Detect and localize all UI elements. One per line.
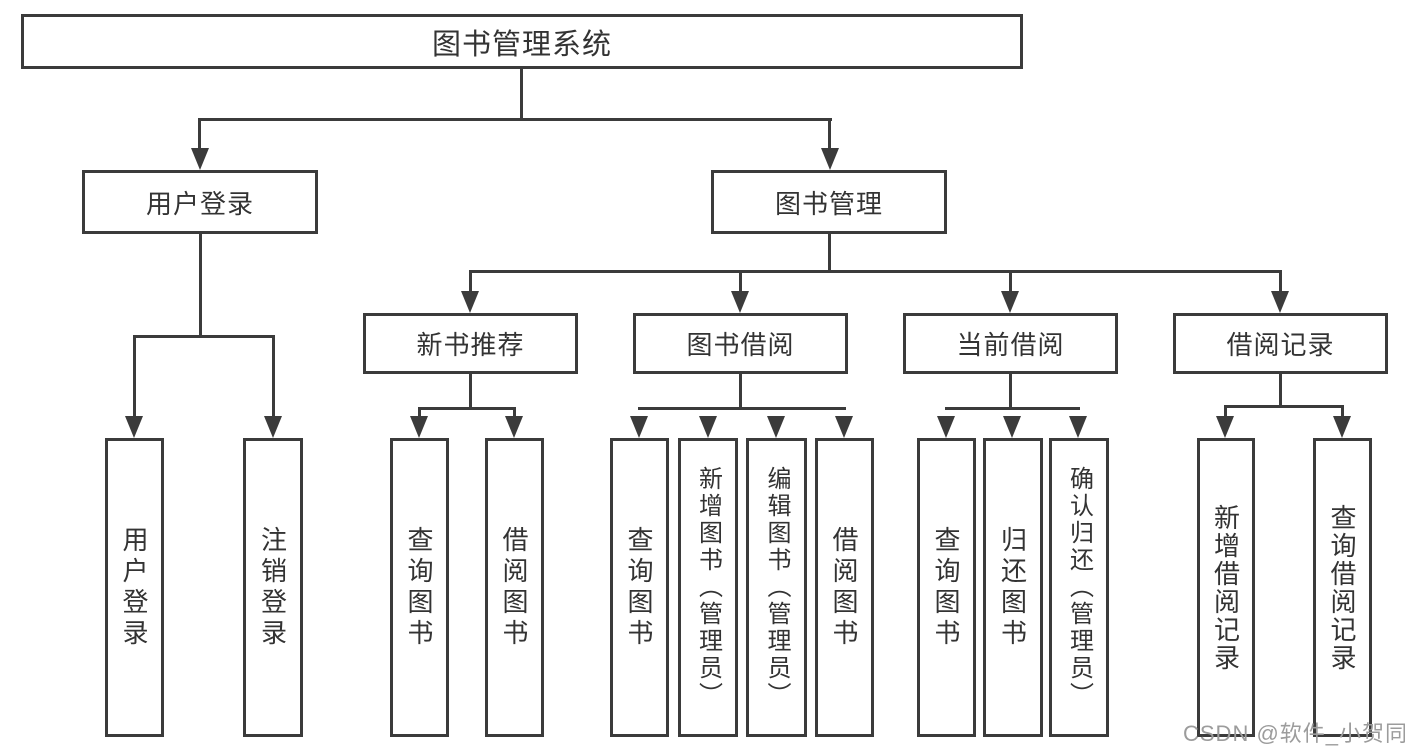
connector-borrow-records-split	[1224, 405, 1344, 408]
arrowhead-add-books-icon	[699, 416, 717, 438]
arrowhead-query-books-2-icon	[630, 416, 648, 438]
connector-to-borrow-records	[1279, 270, 1282, 292]
connector-root-stem	[520, 67, 523, 120]
leaf-logout-login: 注销登录	[243, 438, 303, 737]
connector-to-leaf-logout	[272, 335, 275, 417]
leaf-confirm-return-admin: 确认归还（管理员）	[1049, 438, 1109, 737]
arrowhead-add-record-icon	[1216, 416, 1234, 438]
connector-stem	[1224, 405, 1227, 419]
node-book-management: 图书管理	[711, 170, 947, 234]
leaf-query-books-3: 查询图书	[917, 438, 976, 737]
connector-to-user-login	[198, 118, 201, 150]
arrowhead-confirm-return-icon	[1069, 416, 1087, 438]
connector-book-management-split	[469, 270, 1282, 273]
connector-to-book-management	[828, 118, 831, 150]
leaf-query-books-1: 查询图书	[390, 438, 449, 737]
connector-new-book-stem	[469, 374, 472, 410]
leaf-return-books: 归还图书	[983, 438, 1043, 737]
leaf-query-books-2: 查询图书	[610, 438, 669, 737]
node-new-book-recommendation: 新书推荐	[363, 313, 578, 374]
connector-stem	[513, 407, 516, 419]
connector-current-borrowing-stem	[1009, 374, 1012, 410]
watermark-text: CSDN @软件_小贺同学	[1183, 721, 1405, 746]
arrowhead-new-book-icon	[461, 291, 479, 313]
connector-user-login-split	[133, 335, 275, 338]
node-current-borrowing: 当前借阅	[903, 313, 1118, 374]
connector-to-current-borrowing	[1009, 270, 1012, 292]
arrowhead-borrow-records-icon	[1271, 291, 1289, 313]
arrowhead-query-record-icon	[1333, 416, 1351, 438]
arrowhead-edit-books-icon	[767, 416, 785, 438]
arrowhead-leaf-logout-icon	[264, 416, 282, 438]
connector-to-book-borrowing	[739, 270, 742, 292]
leaf-user-login: 用户登录	[105, 438, 164, 737]
arrowhead-book-borrowing-icon	[731, 291, 749, 313]
node-user-login: 用户登录	[82, 170, 318, 234]
connector-to-new-book	[469, 270, 472, 292]
leaf-add-borrow-record: 新增借阅记录	[1197, 438, 1255, 737]
arrowhead-borrow-books-1-icon	[505, 416, 523, 438]
arrowhead-book-management-icon	[821, 148, 839, 170]
leaf-borrow-books-1: 借阅图书	[485, 438, 544, 737]
arrowhead-leaf-user-login-icon	[125, 416, 143, 438]
leaf-borrow-books-2: 借阅图书	[815, 438, 874, 737]
leaf-add-books-admin: 新增图书（管理员）	[678, 438, 738, 737]
connector-current-borrowing-split	[945, 407, 1080, 410]
connector-book-borrowing-stem	[739, 374, 742, 410]
arrowhead-borrow-books-2-icon	[835, 416, 853, 438]
connector-book-management-stem	[828, 234, 831, 273]
connector-root-split	[199, 118, 832, 121]
node-library-system: 图书管理系统	[21, 14, 1023, 69]
connector-to-leaf-user-login	[133, 335, 136, 417]
connector-new-book-split	[418, 407, 516, 410]
arrowhead-query-books-3-icon	[937, 416, 955, 438]
connector-borrow-records-stem	[1279, 374, 1282, 408]
connector-user-login-stem	[199, 234, 202, 338]
leaf-query-borrow-record: 查询借阅记录	[1313, 438, 1372, 737]
node-book-borrowing: 图书借阅	[633, 313, 848, 374]
arrowhead-current-borrowing-icon	[1001, 291, 1019, 313]
node-borrowing-records: 借阅记录	[1173, 313, 1388, 374]
leaf-edit-books-admin: 编辑图书（管理员）	[746, 438, 807, 737]
connector-stem	[1341, 405, 1344, 419]
connector-book-borrowing-split	[638, 407, 846, 410]
arrowhead-return-books-icon	[1003, 416, 1021, 438]
arrowhead-query-books-1-icon	[410, 416, 428, 438]
connector-stem	[418, 407, 421, 419]
arrowhead-user-login-icon	[191, 148, 209, 170]
